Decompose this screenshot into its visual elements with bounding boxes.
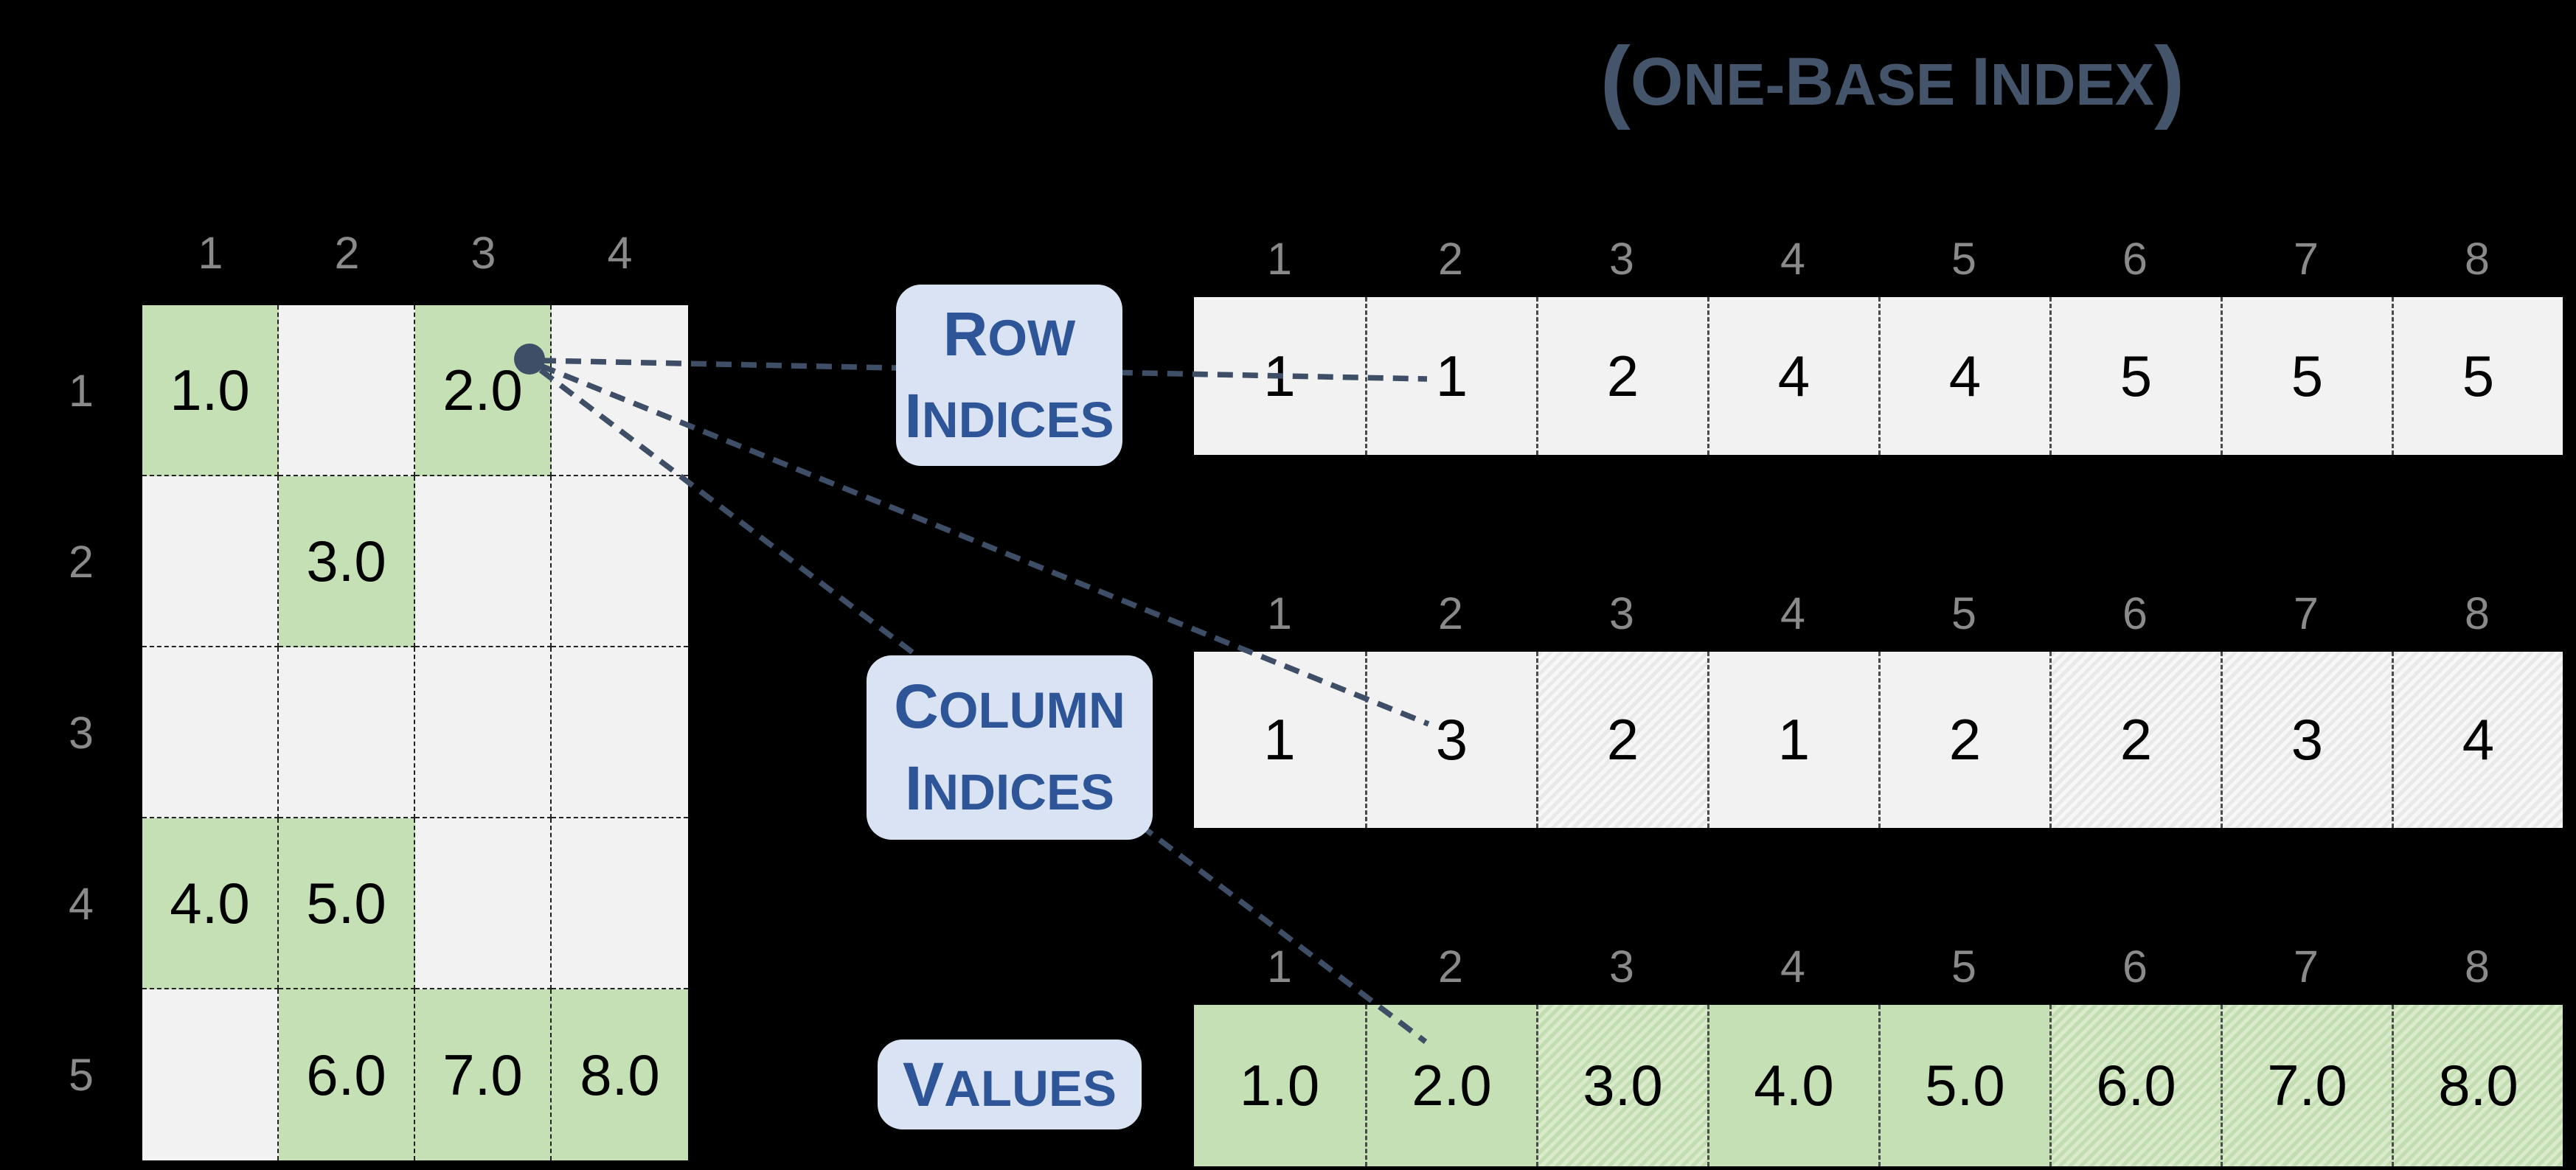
array-position-header: 4	[1780, 234, 1805, 284]
matrix-row-label: 3	[69, 708, 94, 758]
array-position-header: 1	[1267, 941, 1292, 992]
matrix-cell	[552, 305, 688, 476]
matrix-cell	[552, 818, 688, 989]
array-cell: 7.0	[2221, 1005, 2392, 1166]
matrix-cell	[415, 818, 552, 989]
matrix-cell	[142, 989, 279, 1160]
array-position-header: 4	[1780, 941, 1805, 992]
array-cell: 1	[1707, 652, 1878, 828]
array-position-header: 1	[1267, 588, 1292, 638]
array-cell: 8.0	[2392, 1005, 2563, 1166]
array-position-header: 3	[1609, 941, 1634, 992]
matrix-col-header: 2	[334, 228, 360, 278]
matrix-cell: 1.0	[142, 305, 279, 476]
array-position-header: 2	[1438, 941, 1463, 992]
array-cell: 5	[2221, 297, 2392, 455]
array-position-header: 6	[2122, 941, 2148, 992]
matrix-cell: 2.0	[415, 305, 552, 476]
array-position-header: 5	[1951, 588, 1976, 638]
array-cell: 2.0	[1365, 1005, 1536, 1166]
array-cell: 5.0	[1878, 1005, 2049, 1166]
matrix-row-label: 5	[69, 1050, 94, 1100]
matrix-row-label: 2	[69, 537, 94, 587]
array-position-header: 5	[1951, 941, 1976, 992]
matrix-cell	[552, 476, 688, 647]
values-label-box: VALUES	[878, 1040, 1142, 1129]
matrix-cell: 7.0	[415, 989, 552, 1160]
array-cell: 1.0	[1194, 1005, 1365, 1166]
matrix-col-header: 1	[198, 228, 223, 278]
matrix-row-label: 1	[69, 366, 94, 416]
matrix-cell	[415, 647, 552, 818]
array-position-header: 7	[2294, 588, 2319, 638]
array-cell: 2	[1536, 652, 1707, 828]
array-cell: 3	[1365, 652, 1536, 828]
array-cell: 4	[1878, 297, 2049, 455]
array-position-header: 8	[2465, 588, 2490, 638]
array-position-header: 3	[1609, 588, 1634, 638]
matrix-cell: 8.0	[552, 989, 688, 1160]
matrix-cell: 4.0	[142, 818, 279, 989]
matrix-cell	[142, 476, 279, 647]
array-cell: 6.0	[2049, 1005, 2221, 1166]
matrix-col-header: 3	[471, 228, 496, 278]
array-cell: 2	[2049, 652, 2221, 828]
array-cell: 4	[1707, 297, 1878, 455]
matrix-cell	[279, 305, 415, 476]
array-position-header: 4	[1780, 588, 1805, 638]
matrix-cell: 6.0	[279, 989, 415, 1160]
array-cell: 1	[1365, 297, 1536, 455]
array-cell: 2	[1878, 652, 2049, 828]
array-position-header: 5	[1951, 234, 1976, 284]
array-cell: 3.0	[1536, 1005, 1707, 1166]
array-position-header: 8	[2465, 941, 2490, 992]
matrix-col-header: 4	[607, 228, 633, 278]
matrix-cell: 3.0	[279, 476, 415, 647]
matrix-cell	[415, 476, 552, 647]
array-position-header: 3	[1609, 234, 1634, 284]
matrix-cell	[552, 647, 688, 818]
matrix-cell	[279, 647, 415, 818]
array-position-header: 2	[1438, 588, 1463, 638]
matrix-cell	[142, 647, 279, 818]
array-cell: 5	[2392, 297, 2563, 455]
array-cell: 4.0	[1707, 1005, 1878, 1166]
array-cell: 1	[1194, 652, 1365, 828]
array-position-header: 7	[2294, 234, 2319, 284]
array-position-header: 1	[1267, 234, 1292, 284]
array-cell: 4	[2392, 652, 2563, 828]
array-cell: 3	[2221, 652, 2392, 828]
array-position-header: 2	[1438, 234, 1463, 284]
array-cell: 5	[2049, 297, 2221, 455]
matrix-row-label: 4	[69, 879, 94, 929]
matrix-cell: 5.0	[279, 818, 415, 989]
array-cell: 2	[1536, 297, 1707, 455]
array-position-header: 6	[2122, 234, 2148, 284]
array-position-header: 8	[2465, 234, 2490, 284]
array-cell: 1	[1194, 297, 1365, 455]
array-position-header: 6	[2122, 588, 2148, 638]
array-position-header: 7	[2294, 941, 2319, 992]
